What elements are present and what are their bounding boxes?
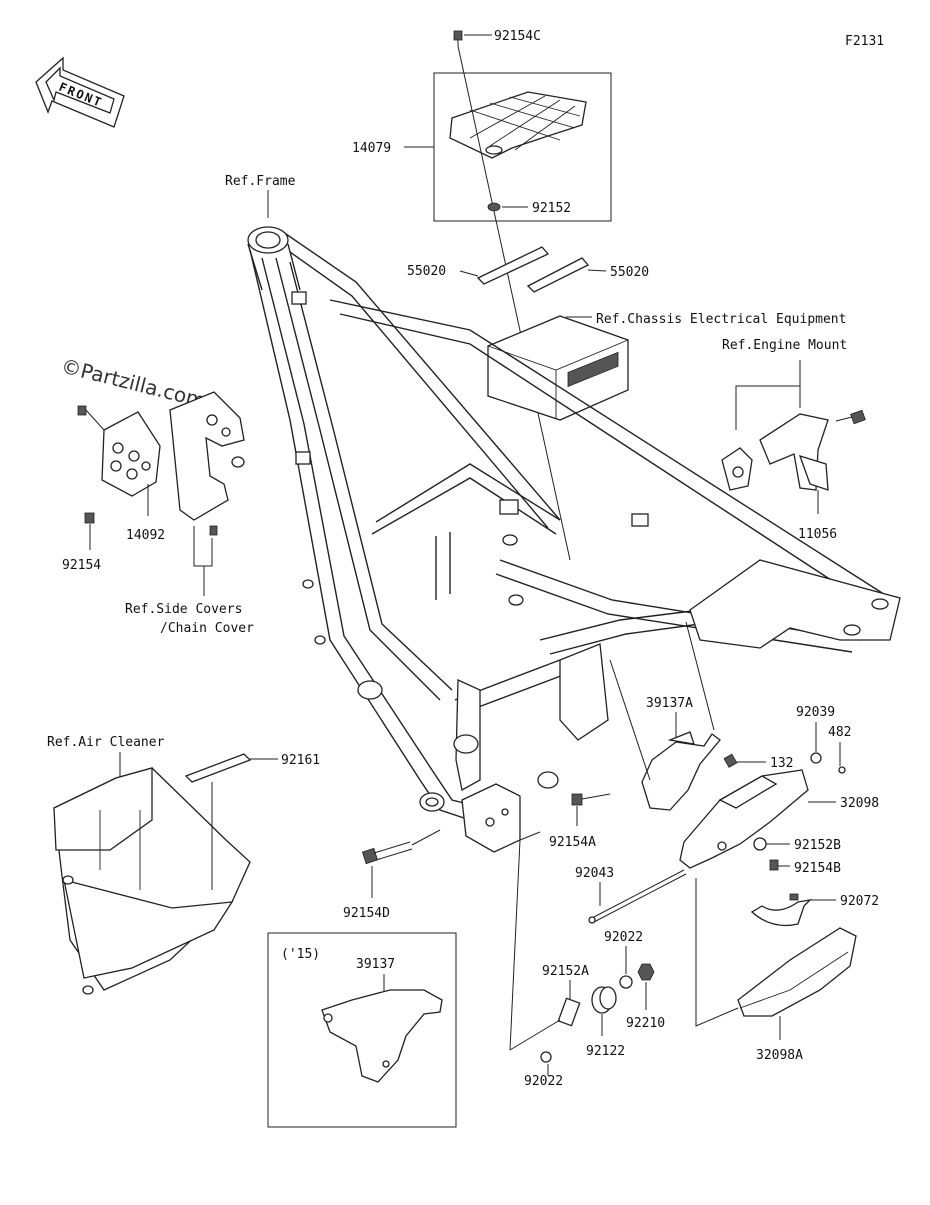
pad-55020-right [526,257,590,293]
pad-92161 [184,753,252,783]
bolt-92154B [769,859,790,871]
label-92154B: 92154B [794,861,841,876]
bolt-92154 [84,512,95,524]
year-15-box [267,932,457,1128]
label-92152: 92152 [532,201,571,216]
label-14092: 14092 [126,528,165,543]
motorcycle-frame [247,226,901,853]
label-92210: 92210 [626,1016,665,1031]
label-92043: 92043 [575,866,614,881]
label-132: 132 [770,756,793,771]
label-ref-chassis: Ref.Chassis Electrical Equipment [596,312,846,327]
label-ref-air-cleaner: Ref.Air Cleaner [47,735,165,750]
nut-92210 [637,963,655,981]
battery-ref-chassis-electrical [487,315,629,421]
label-39137: 39137 [356,957,395,972]
label-11056: 11056 [798,527,837,542]
chain-guard-14092 [101,411,161,497]
label-92022-a: 92022 [604,930,643,945]
label-ref-frame: Ref.Frame [225,174,296,189]
label-32098A: 32098A [756,1048,803,1063]
pad-55020-left [476,246,550,285]
label-92122: 92122 [586,1044,625,1059]
label-ref-side-covers-2: /Chain Cover [160,621,254,636]
label-92152B: 92152B [794,838,841,853]
clamp-92072 [750,893,812,927]
label-92154A: 92154A [549,835,596,850]
label-92161: 92161 [281,753,320,768]
side-cover-bracket [169,391,245,521]
label-92039: 92039 [796,705,835,720]
battery-holder-14079 [449,91,587,159]
label-92154D: 92154D [343,906,390,921]
label-92154: 92154 [62,558,101,573]
label-14079: 14079 [352,141,391,156]
air-cleaner-box [53,767,251,995]
bolt-left-upper [77,405,105,431]
label-55020-a: 55020 [407,264,446,279]
bushing-92122 [591,986,617,1014]
bolt-132 [723,753,738,768]
bracket-39137 [321,989,443,1083]
engine-mount-bracket [721,413,829,491]
label-92154C: 92154C [494,29,541,44]
label-32098: 32098 [840,796,879,811]
collar-92152A [557,997,581,1027]
label-92072: 92072 [840,894,879,909]
bolt-92154C [453,30,463,46]
figure-id: F2131 [845,34,884,49]
label-482: 482 [828,725,851,740]
bolt-92154A [571,793,611,806]
year-15-label: ('15) [281,947,320,962]
label-ref-engine-mount: Ref.Engine Mount [722,338,847,353]
bolt-92154D [361,841,413,865]
label-55020-b: 55020 [610,265,649,280]
bracket-39137A [641,731,721,811]
swingarm-cover-32098 [679,769,809,869]
label-39137A: 39137A [646,696,693,711]
label-92022-b: 92022 [524,1074,563,1089]
label-92152A: 92152A [542,964,589,979]
pin-92043 [588,869,687,924]
label-ref-side-covers-1: Ref.Side Covers [125,602,242,617]
front-arrow-icon: FRONT [35,56,125,128]
bolt-engine-mount [835,409,866,425]
guard-32098A [737,927,857,1017]
